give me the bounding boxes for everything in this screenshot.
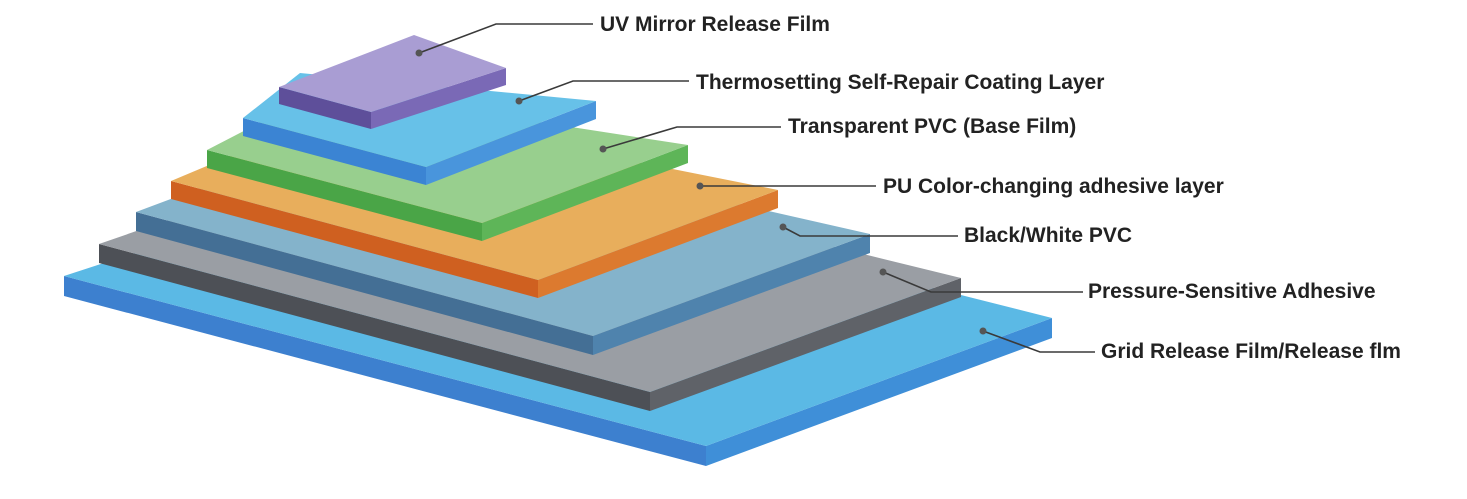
leader-line-grid-release-film <box>982 330 1095 353</box>
layer-pu-color-changing-adhesive-side-face <box>538 190 778 298</box>
label-grid-release-film: Grid Release Film/Release flm <box>1101 340 1401 363</box>
label-transparent-pvc: Transparent PVC (Base Film) <box>788 115 1076 138</box>
layer-labels: Grid Release Film/Release flm Pressure-S… <box>600 13 1401 363</box>
leader-line-black-white-pvc <box>782 226 958 237</box>
label-uv-mirror-release-film: UV Mirror Release Film <box>600 13 830 36</box>
anchor-dot-transparent-pvc <box>599 145 607 153</box>
layer-black-white-pvc-front-face <box>136 212 593 355</box>
layer-grid-release-film-front-face <box>64 276 706 466</box>
layer-uv-mirror-release-film-side-face <box>371 68 506 129</box>
layer-pressure-sensitive-adhesive-side-face <box>650 278 961 411</box>
label-pressure-sensitive-adhesive: Pressure-Sensitive Adhesive <box>1088 280 1376 303</box>
label-pu-color-changing-adhesive: PU Color-changing adhesive layer <box>883 175 1224 198</box>
layer-uv-mirror-release-film-front-face <box>279 87 371 129</box>
leader-line-uv-mirror-release-film <box>418 23 593 54</box>
label-self-repair-coating: Thermosetting Self-Repair Coating Layer <box>696 71 1104 94</box>
anchor-dot-uv-mirror-release-film <box>415 49 423 57</box>
leader-line-transparent-pvc <box>602 126 781 150</box>
layer-transparent-pvc-front-face <box>207 150 482 241</box>
layer-grid-release-film-side-face <box>706 318 1052 466</box>
layer-self-repair-coating-front-face <box>243 118 426 185</box>
anchor-dot-black-white-pvc <box>779 223 787 231</box>
anchor-dot-pressure-sensitive-adhesive <box>879 268 887 276</box>
layer-uv-mirror-release-film-top-face <box>279 35 506 112</box>
layer-black-white-pvc-side-face <box>593 234 870 355</box>
anchor-dot-pu-color-changing-adhesive <box>696 182 704 190</box>
anchor-dot-grid-release-film <box>979 327 987 335</box>
layer-uv-mirror-release-film <box>279 35 506 129</box>
layer-self-repair-coating-side-face <box>426 101 596 185</box>
anchor-dot-self-repair-coating <box>515 97 523 105</box>
layer-slabs <box>64 35 1052 466</box>
leader-line-pressure-sensitive-adhesive <box>882 271 1083 293</box>
leader-line-self-repair-coating <box>518 80 689 102</box>
label-black-white-pvc: Black/White PVC <box>964 224 1132 247</box>
layer-transparent-pvc-side-face <box>482 145 688 241</box>
layer-pressure-sensitive-adhesive-front-face <box>99 244 650 411</box>
leader-lines <box>415 23 1095 353</box>
layer-pu-color-changing-adhesive-front-face <box>171 181 538 298</box>
